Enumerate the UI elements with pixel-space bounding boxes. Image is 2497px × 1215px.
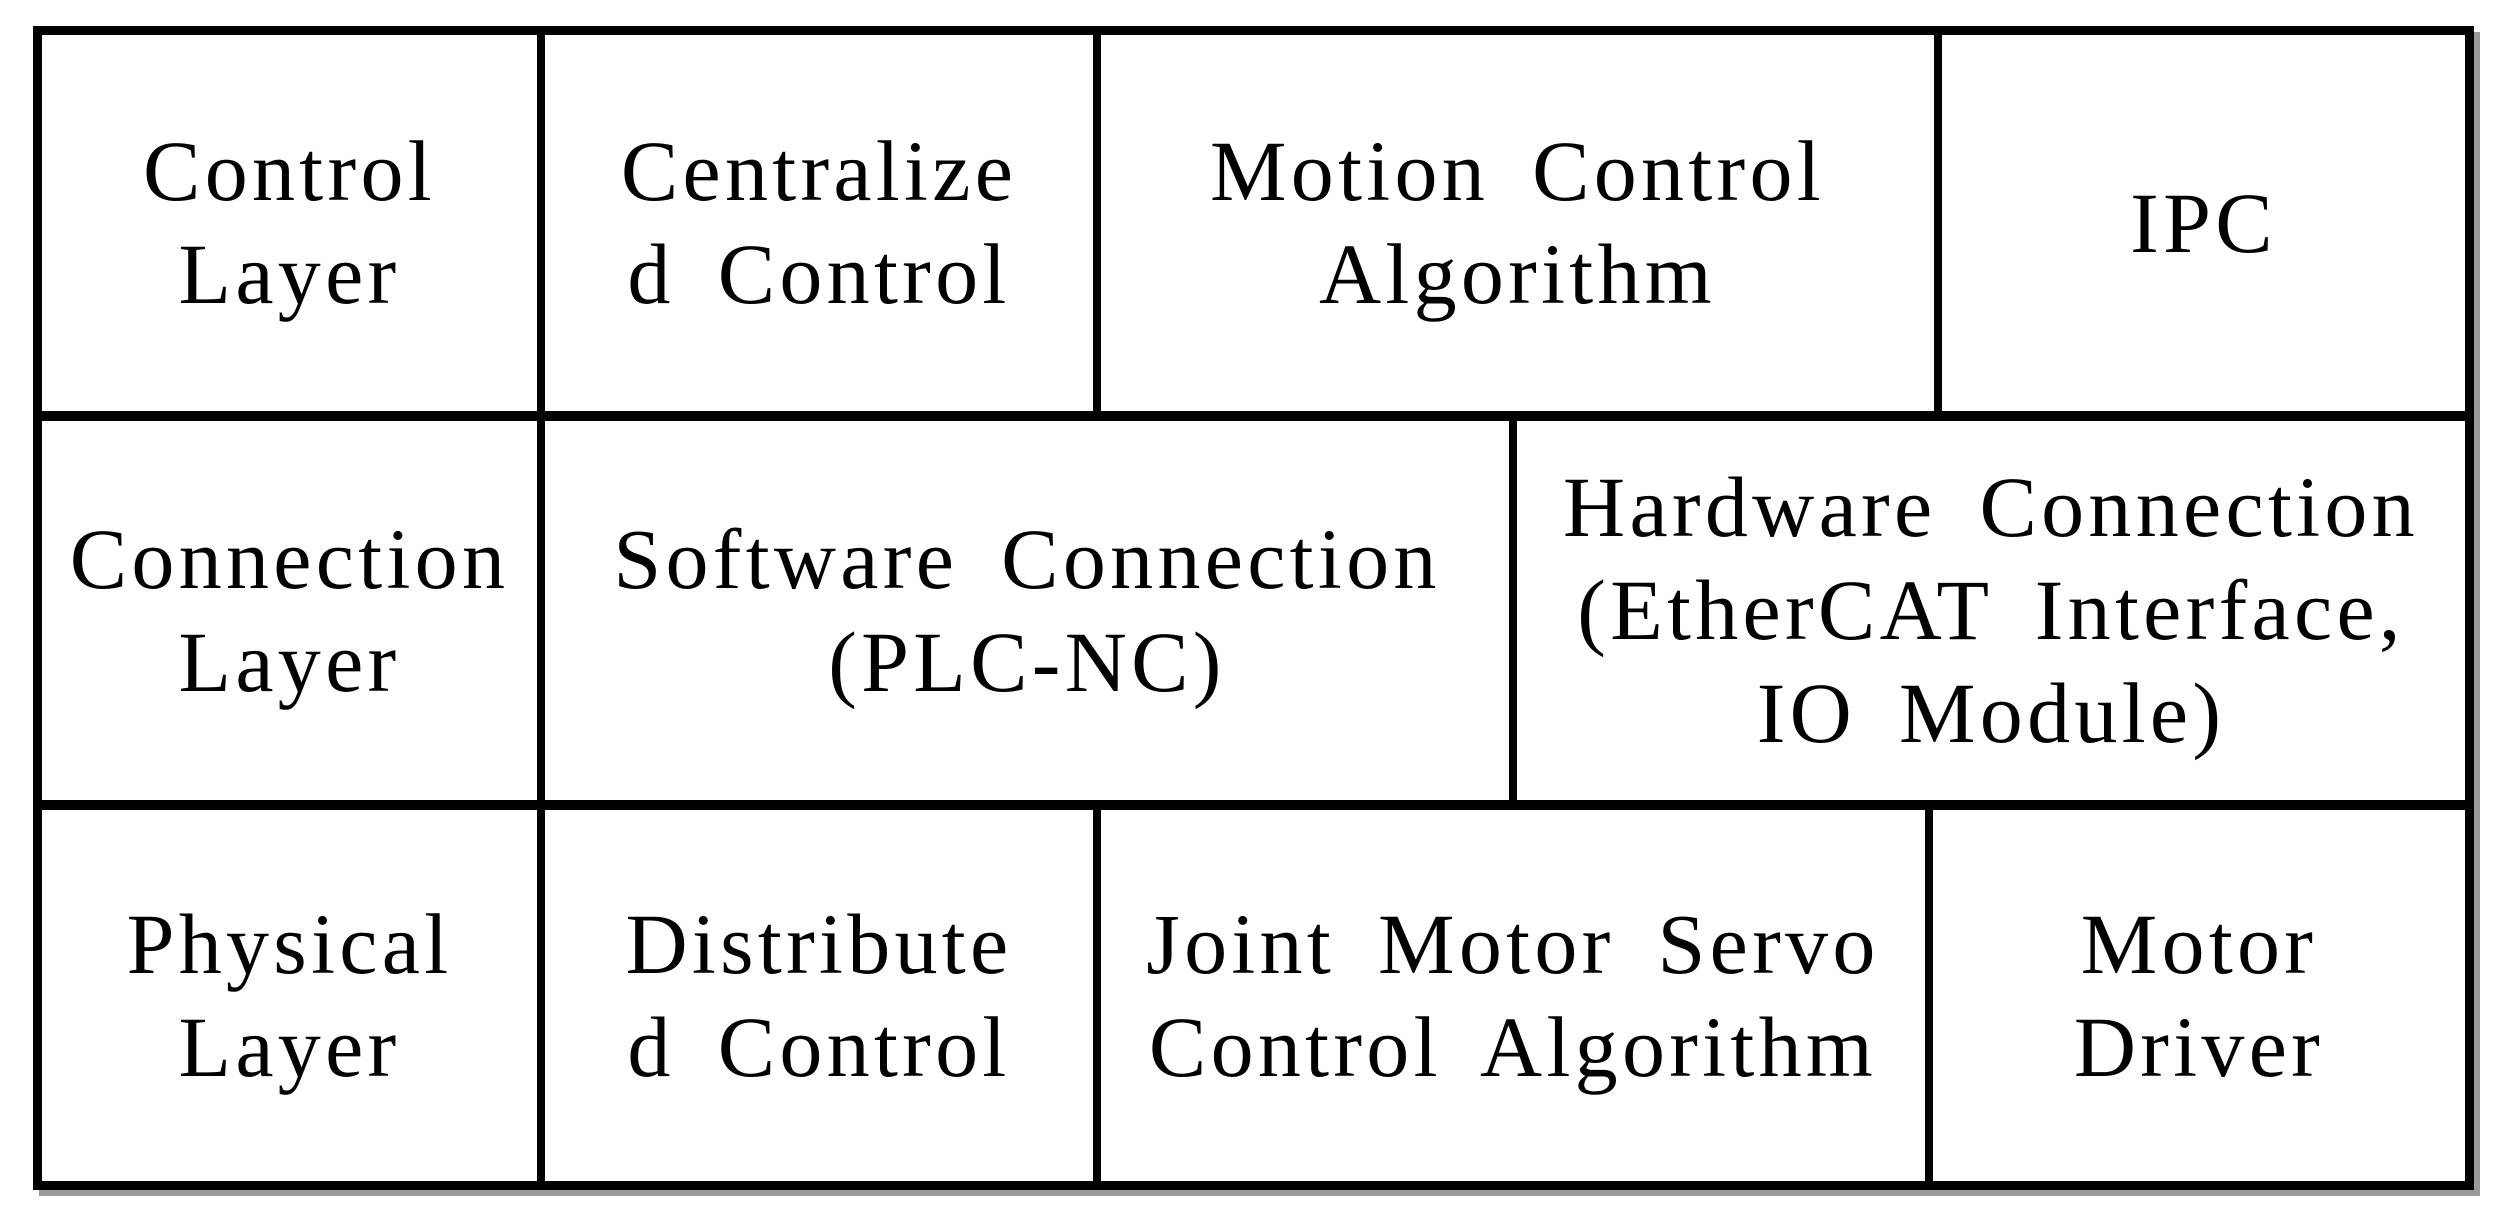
- cell-distributed-control: Distribute d Control: [545, 810, 1101, 1181]
- cell-ipc: IPC: [2130, 174, 2277, 271]
- cell-centralized-control: Centralize d Control: [545, 35, 1101, 411]
- cell-motion-control-algorithm: Motion Control Algorithm: [1101, 35, 1942, 411]
- table-row-physical-layer: Physical Layer Distribute d Control Join…: [42, 810, 2465, 1181]
- table-row-connection-layer: Connection Layer Software Connection (PL…: [42, 421, 2465, 810]
- cell-joint-motor-servo-control-algorithm: Joint Motor Servo Control Algorithm: [1101, 810, 1933, 1181]
- architecture-layer-table: Control Layer Centralize d Control Motio…: [33, 26, 2474, 1190]
- table-row-control-layer: Control Layer Centralize d Control Motio…: [42, 35, 2465, 421]
- cell-connection-layer: Connection Layer: [42, 421, 545, 800]
- cell-physical-layer: Physical Layer: [42, 810, 545, 1181]
- cell-control-layer: Control Layer: [42, 35, 545, 411]
- cell-software-connection: Software Connection (PLC-NC): [545, 421, 1517, 800]
- cell-motor-driver: Motor Driver: [2073, 895, 2325, 1095]
- cell-hardware-connection: Hardware Connection (EtherCAT Interface,…: [1563, 459, 2419, 761]
